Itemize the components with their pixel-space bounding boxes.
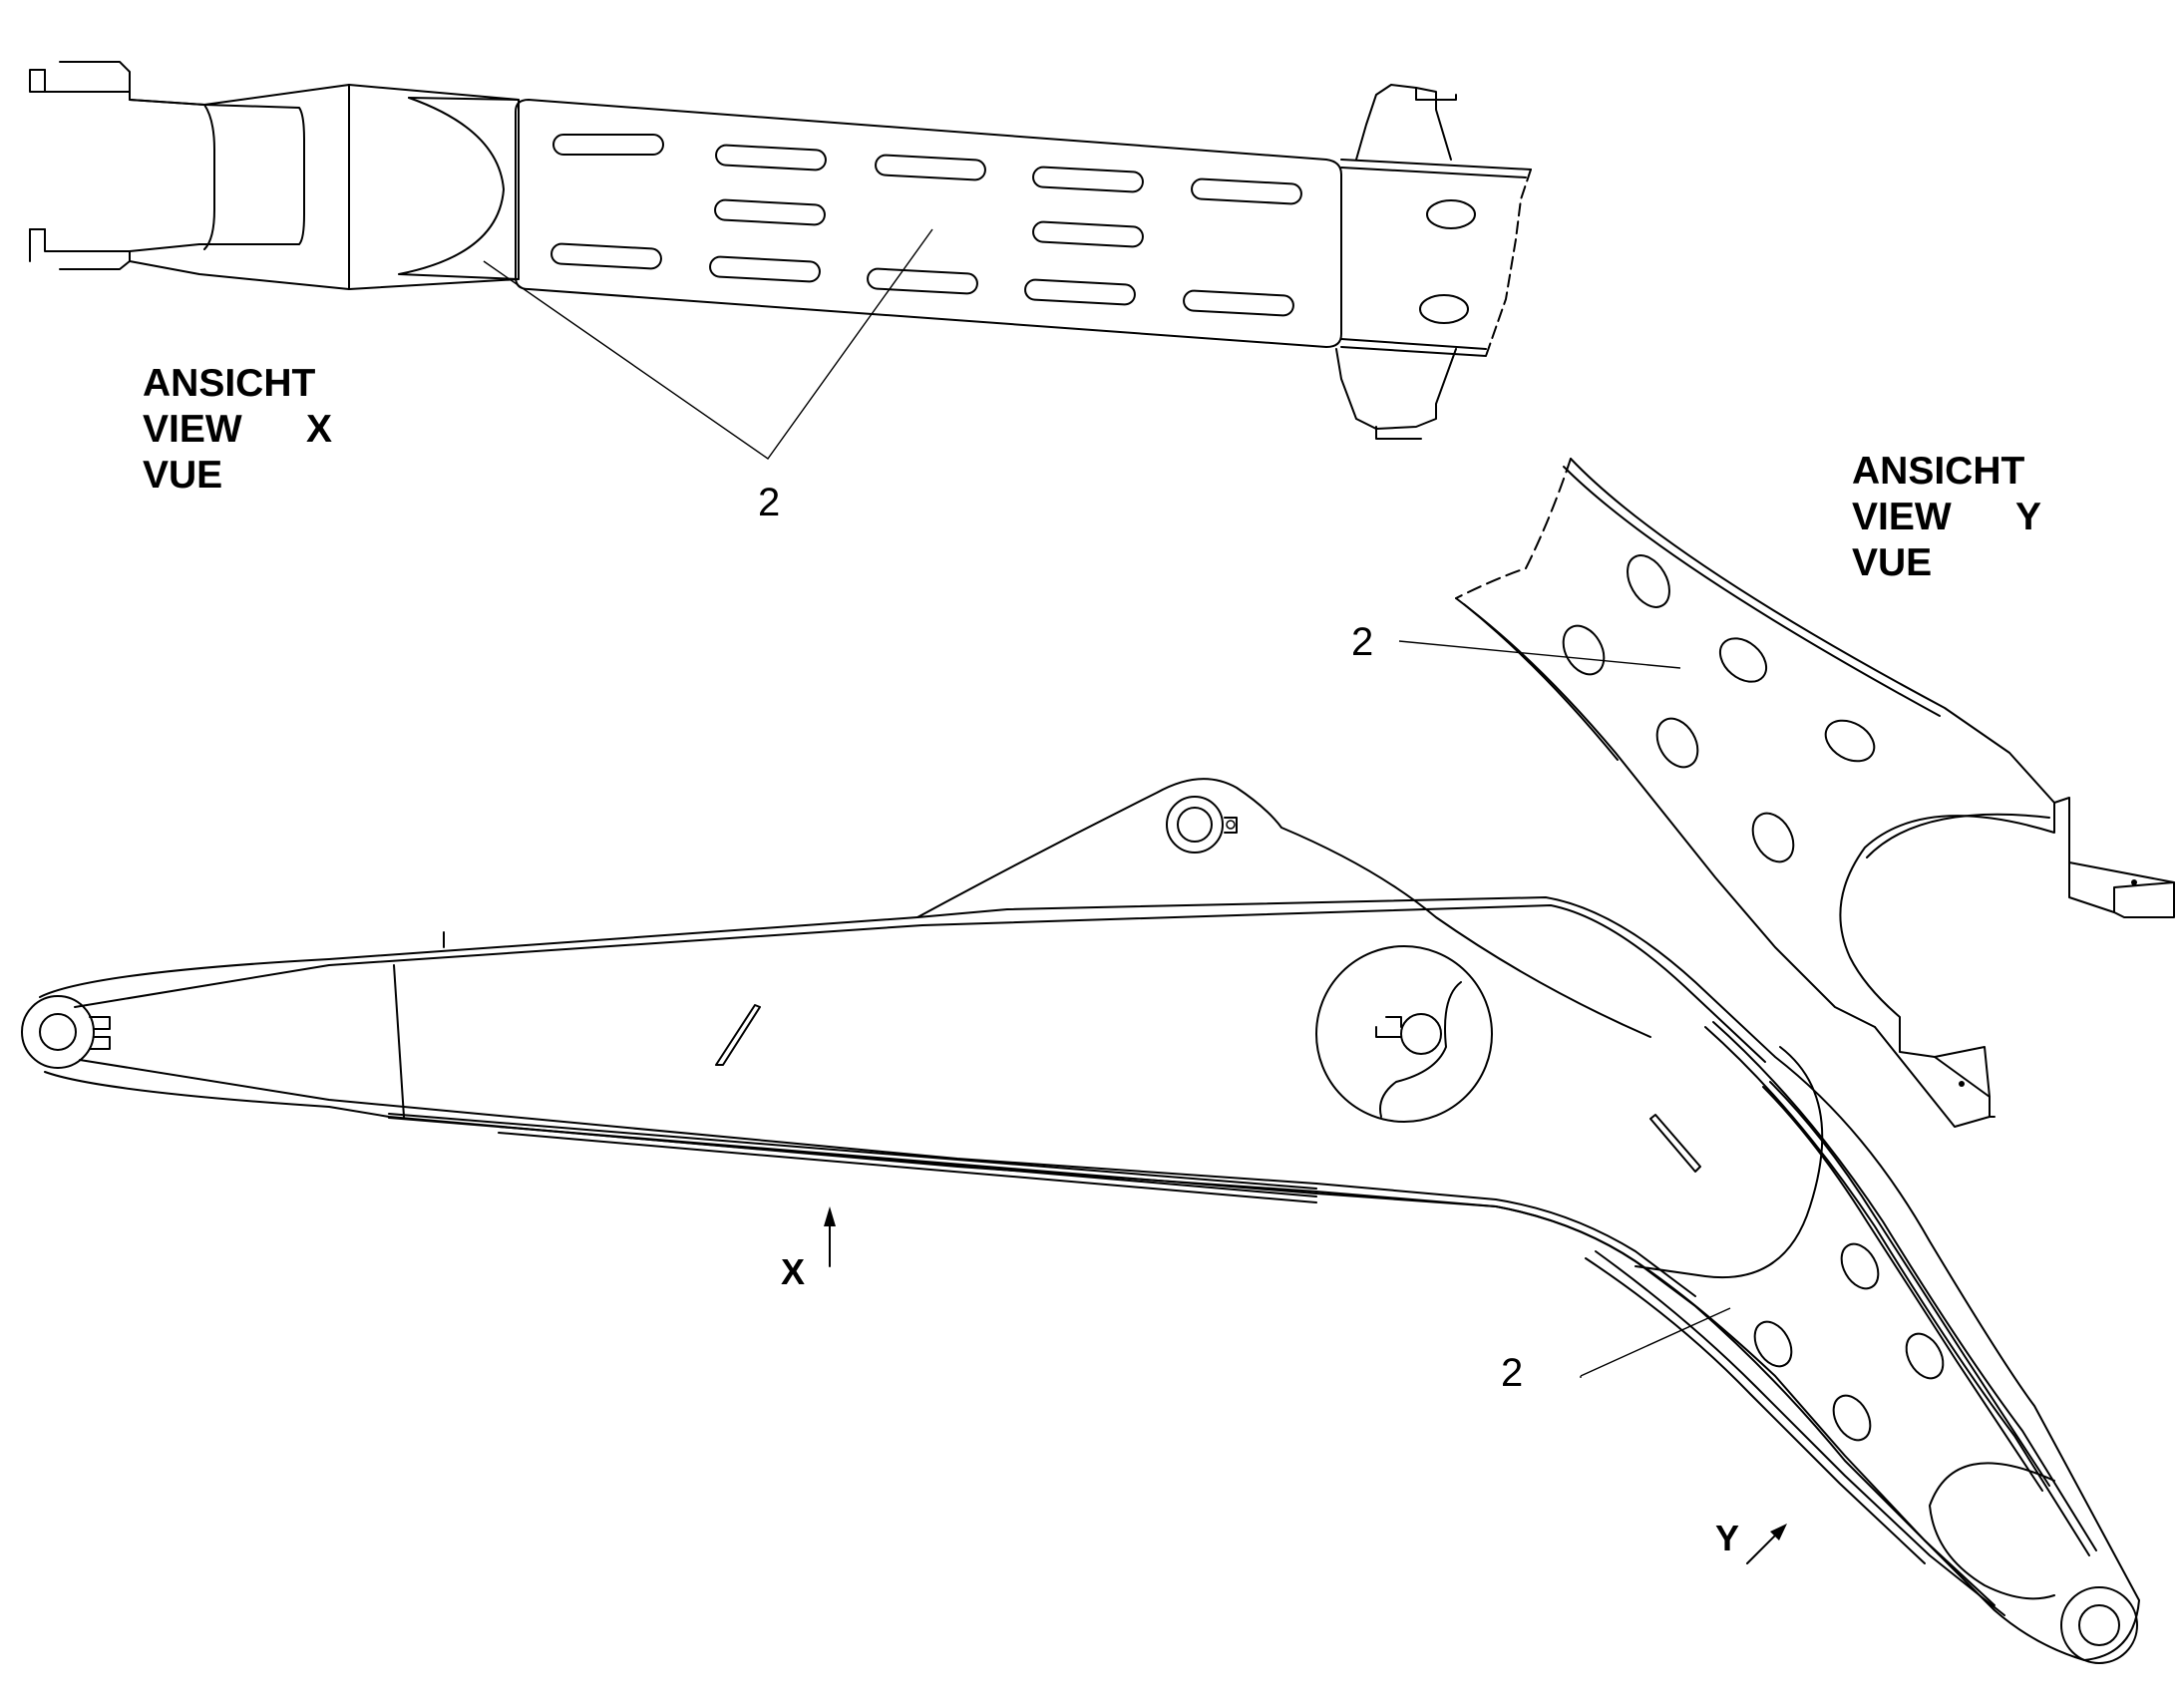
view-x-label-view: VIEW bbox=[143, 408, 242, 451]
view-x-drawing bbox=[29, 61, 1532, 460]
view-y-label: ANSICHT VIEW Y VUE bbox=[1852, 449, 2041, 586]
view-x-label-ansicht: ANSICHT bbox=[143, 362, 316, 405]
view-x-label-vue: VUE bbox=[143, 454, 223, 497]
view-y-arrow bbox=[1746, 1524, 1787, 1564]
view-y-label-view: VIEW bbox=[1852, 496, 1952, 538]
callout-bottom: 2 bbox=[1501, 1351, 1524, 1395]
view-y-drawing bbox=[1398, 458, 2175, 1128]
view-x-label-view-row: VIEW X bbox=[143, 407, 332, 453]
view-y-label-ansicht: ANSICHT bbox=[1852, 450, 2025, 493]
view-x-label-letter: X bbox=[305, 408, 332, 451]
callout-right: 2 bbox=[1351, 620, 1374, 664]
view-x-arrow bbox=[824, 1206, 836, 1267]
callout-top: 2 bbox=[758, 481, 781, 524]
view-y-label-letter: Y bbox=[2014, 496, 2041, 538]
arrow-label-y: Y bbox=[1715, 1518, 1740, 1558]
view-y-label-vue: VUE bbox=[1852, 541, 1933, 584]
arrow-label-x: X bbox=[781, 1251, 806, 1292]
view-y-label-view-row: VIEW Y bbox=[1852, 495, 2041, 540]
view-x-label: ANSICHT VIEW X VUE bbox=[143, 361, 332, 499]
boom-side-view bbox=[21, 778, 2140, 1664]
